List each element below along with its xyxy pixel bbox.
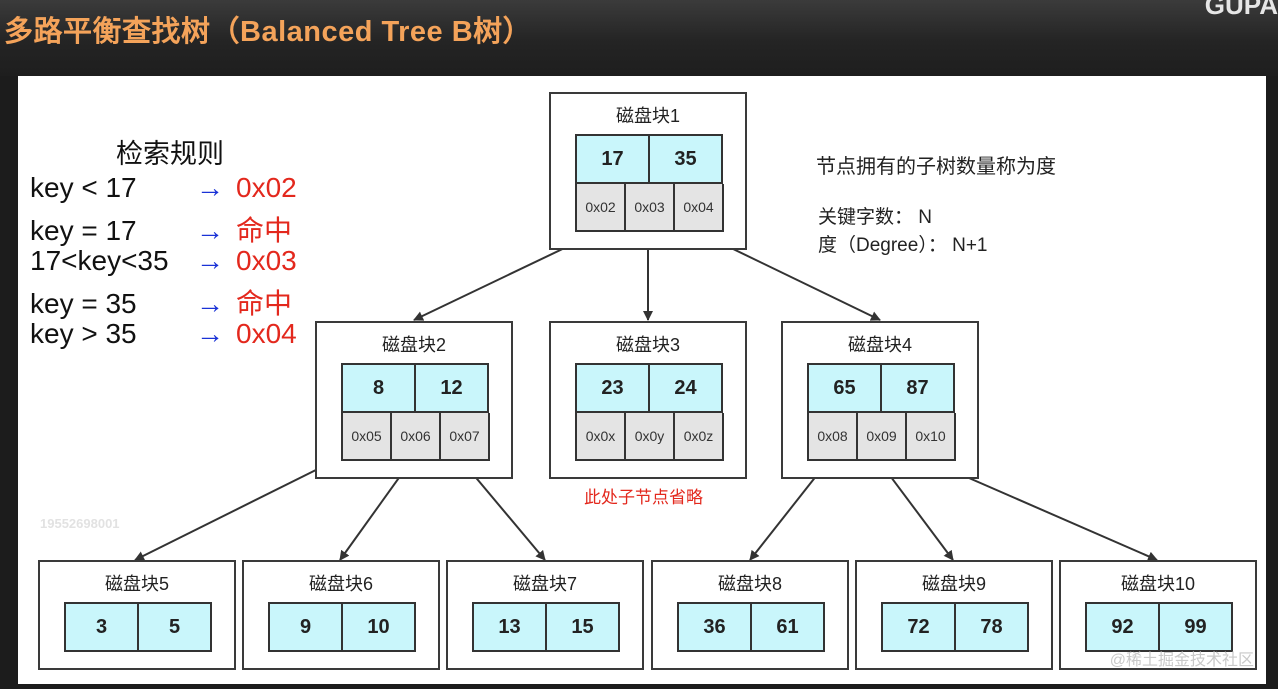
rule-result: 0x04 [236,318,297,349]
watermark-number: 19552698001 [40,516,120,531]
block-label: 磁盘块2 [381,335,446,355]
right-arrow-icon: → [196,172,224,203]
pointer-cell: 0x0y [626,413,675,459]
disk-block: 磁盘块9 72 78 [855,560,1053,670]
block-label: 磁盘块1 [615,106,680,126]
block-label: 磁盘块8 [717,574,782,594]
pointer-cell: 0x04 [683,199,714,215]
key-cells: 72 78 [881,602,1029,652]
degree-formula-note: 度（Degree）： N+1 [818,235,988,256]
rule-result: 0x02 [236,172,297,203]
key-cell: 10 [367,616,390,638]
key-cell: 72 [883,604,956,650]
key-cells: 23 24 [575,363,723,413]
rule-expression: key > 35 [30,318,137,349]
block-label: 磁盘块6 [308,574,373,594]
key-cell: 35 [674,148,697,170]
keys-count-note: 关键字数： N [818,207,933,228]
disk-block: 磁盘块3 23 24 0x0x 0x0y 0x0z [549,321,747,479]
key-cells: 9 10 [268,602,416,652]
rule-expression: key = 35 [30,288,137,319]
degree-definition: 节点拥有的子树数量称为度 [816,156,1056,178]
right-arrow-icon: → [196,288,224,319]
key-cell: 65 [809,365,882,411]
pointer-cell: 0x09 [858,413,907,459]
rule-row: key > 35 → 0x04 [30,318,297,350]
rule-row: key = 35 → 命中 [30,282,292,322]
search-rules-title: 检索规则 [116,139,224,169]
key-cell: 8 [343,365,416,411]
diagram-canvas: 检索规则 key < 17 → 0x02 key = 17 → 命中 17<key<35… [18,76,1266,684]
block-label: 磁盘块4 [847,335,912,355]
key-cells: 65 87 [807,363,955,413]
key-cell: 3 [66,604,139,650]
key-cell: 5 [168,616,181,638]
right-arrow-icon: → [196,318,224,349]
slide-title: 多路平衡查找树（Balanced Tree B树） [4,16,533,48]
children-omitted-note: 此处子节点省略 [584,488,703,507]
disk-block: 磁盘块4 65 87 0x08 0x09 0x10 [781,321,979,479]
rule-row: 17<key<35 → 0x03 [30,245,297,277]
right-arrow-icon: → [196,245,224,276]
key-cells: 36 61 [677,602,825,652]
disk-block: 磁盘块7 13 15 [446,560,644,670]
pointer-cell: 0x07 [449,428,480,444]
right-arrow-icon: → [196,215,224,246]
key-cell: 13 [474,604,547,650]
pointer-cells: 0x05 0x06 0x07 [341,413,490,461]
rule-row: key = 17 → 命中 [30,209,292,249]
disk-block: 磁盘块6 9 10 [242,560,440,670]
pointer-cells: 0x02 0x03 0x04 [575,184,724,232]
key-cell: 24 [674,377,697,399]
key-cell: 23 [577,365,650,411]
disk-block: 磁盘块5 3 5 [38,560,236,670]
key-cell: 99 [1184,616,1207,638]
pointer-cell: 0x10 [915,428,946,444]
pointer-cell: 0x05 [343,413,392,459]
disk-block: 磁盘块1 17 35 0x02 0x03 0x04 [549,92,747,250]
key-cell: 36 [679,604,752,650]
juejin-watermark: @稀土掘金技术社区 [1109,652,1254,669]
disk-block: 磁盘块2 8 12 0x05 0x06 0x07 [315,321,513,479]
key-cell: 78 [980,616,1003,638]
rule-expression: key = 17 [30,215,137,246]
key-cells: 3 5 [64,602,212,652]
block-label: 磁盘块9 [921,574,986,594]
key-cell: 12 [440,377,463,399]
block-label: 磁盘块10 [1120,574,1196,594]
rule-result: 命中 [236,288,293,319]
pointer-cell: 0x06 [392,413,441,459]
rule-expression: 17<key<35 [30,245,169,276]
key-cell: 9 [270,604,343,650]
key-cell: 17 [577,136,650,182]
block-label: 磁盘块3 [615,335,680,355]
pointer-cell: 0x0z [683,428,714,444]
block-label: 磁盘块7 [512,574,577,594]
rule-expression: key < 17 [30,172,137,203]
key-cell: 15 [571,616,594,638]
key-cell: 87 [906,377,929,399]
key-cell: 92 [1087,604,1160,650]
block-label: 磁盘块5 [104,574,169,594]
pointer-cell: 0x03 [626,184,675,230]
key-cells: 13 15 [472,602,620,652]
key-cells: 17 35 [575,134,723,184]
key-cells: 92 99 [1085,602,1233,652]
logo: GUPA [1204,0,1278,20]
key-cell: 61 [776,616,799,638]
pointer-cell: 0x08 [809,413,858,459]
rule-row: key < 17 → 0x02 [30,172,297,204]
pointer-cells: 0x08 0x09 0x10 [807,413,956,461]
pointer-cell: 0x02 [577,184,626,230]
disk-block: 磁盘块10 92 99 [1059,560,1257,670]
title-bar: 多路平衡查找树（Balanced Tree B树） GUPA [0,0,1278,76]
disk-block: 磁盘块8 36 61 [651,560,849,670]
edge-2-5 [134,460,335,561]
pointer-cells: 0x0x 0x0y 0x0z [575,413,724,461]
rule-result: 0x03 [236,245,297,276]
key-cells: 8 12 [341,363,489,413]
rule-result: 命中 [236,215,293,246]
pointer-cell: 0x0x [577,413,626,459]
